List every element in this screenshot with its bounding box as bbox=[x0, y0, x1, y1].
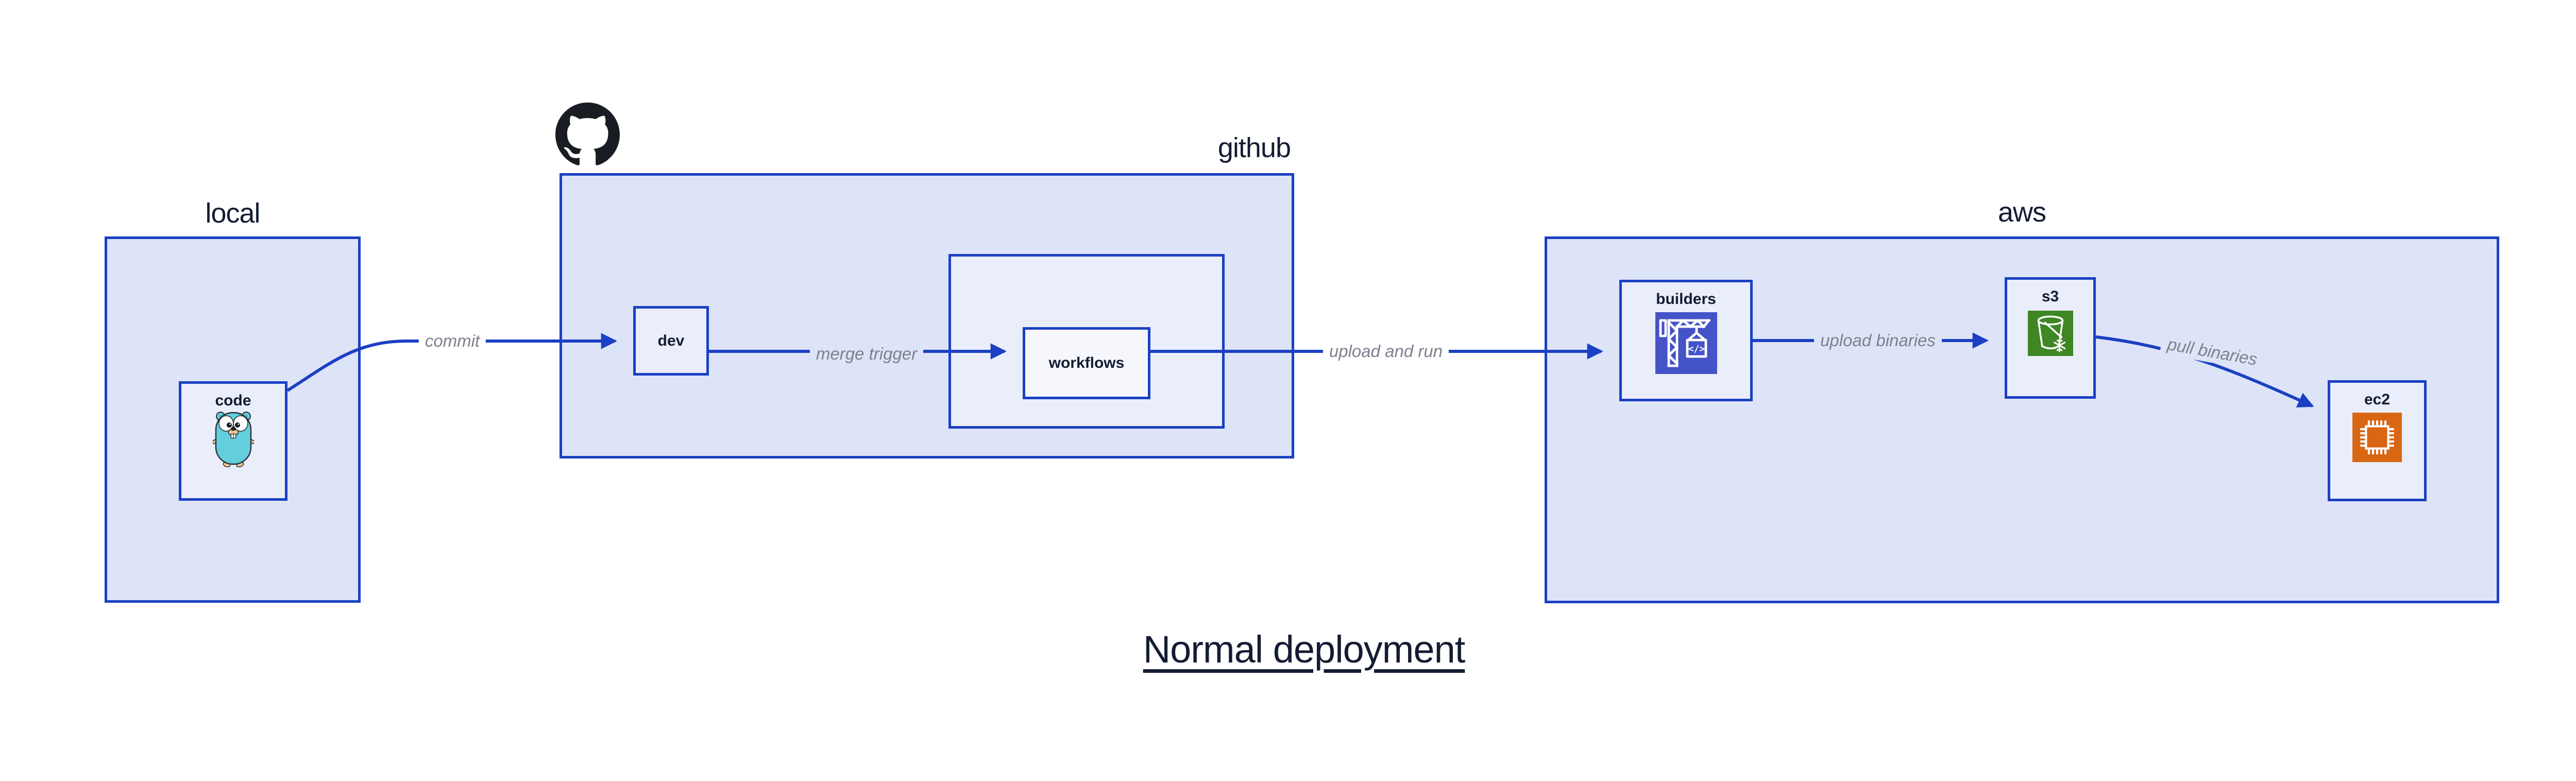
node-ec2: ec2 bbox=[2328, 380, 2427, 501]
node-label-workflows: workflows bbox=[1048, 354, 1125, 371]
node-label-ec2: ec2 bbox=[2364, 391, 2391, 408]
edge-label-commit: commit bbox=[418, 330, 486, 352]
edge-label-upload-and-run: upload and run bbox=[1323, 341, 1449, 362]
go-gopher-icon bbox=[181, 410, 285, 467]
node-label-code: code bbox=[215, 392, 251, 409]
diagram-title: Normal deployment bbox=[1143, 628, 1466, 671]
group-label-aws: aws bbox=[1997, 197, 2046, 228]
ec2-chip-icon bbox=[2330, 413, 2424, 462]
node-label-s3: s3 bbox=[2041, 288, 2059, 305]
group-label-github: github bbox=[1217, 132, 1291, 163]
node-label-dev: dev bbox=[657, 332, 685, 349]
node-code: code bbox=[179, 381, 287, 501]
s3-glacier-bucket-icon bbox=[2007, 311, 2093, 356]
codebuild-crane-icon: </> bbox=[1622, 312, 1750, 374]
svg-text:</>: </> bbox=[1688, 344, 1705, 354]
node-dev: dev bbox=[633, 306, 709, 376]
group-label-local: local bbox=[205, 198, 260, 229]
node-label-builders: builders bbox=[1656, 291, 1716, 308]
node-s3: s3 bbox=[2005, 277, 2096, 399]
node-builders: builders </> bbox=[1619, 280, 1753, 401]
node-workflows: workflows bbox=[1023, 327, 1150, 399]
edge-label-merge-trigger: merge trigger bbox=[809, 343, 924, 365]
edge-label-upload-binaries: upload binaries bbox=[1814, 330, 1942, 351]
github-octocat-icon bbox=[555, 103, 620, 167]
